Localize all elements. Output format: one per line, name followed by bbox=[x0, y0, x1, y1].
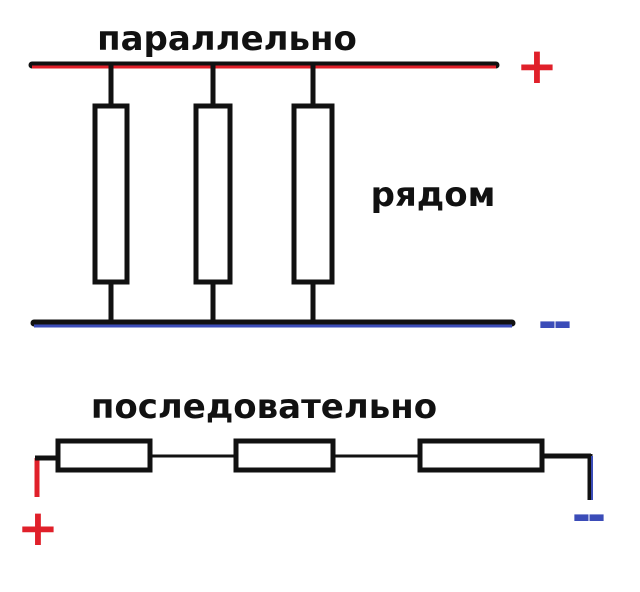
parallel-circuit: параллельно рядом + -- bbox=[28, 19, 574, 349]
parallel-title: параллельно bbox=[97, 19, 357, 59]
minus-sign-icon: -- bbox=[572, 488, 604, 542]
parallel-branch-1 bbox=[92, 65, 130, 323]
resistor bbox=[291, 103, 335, 285]
series-title: последовательно bbox=[91, 387, 437, 427]
resistor bbox=[233, 438, 336, 473]
parallel-branch-2 bbox=[193, 65, 233, 323]
series-circuit: последовательно + -- bbox=[17, 387, 608, 557]
parallel-branch-3 bbox=[291, 65, 335, 323]
negative-rail bbox=[30, 319, 516, 328]
negative-lead bbox=[542, 453, 593, 500]
plus-sign-icon: + bbox=[516, 37, 558, 95]
plus-sign-icon: + bbox=[17, 499, 59, 557]
positive-rail bbox=[28, 61, 500, 69]
resistor bbox=[417, 438, 545, 473]
resistor bbox=[193, 103, 233, 285]
side-label: рядом bbox=[371, 175, 496, 215]
minus-sign-icon: -- bbox=[538, 295, 570, 349]
resistor bbox=[92, 103, 130, 285]
resistor bbox=[55, 438, 153, 473]
